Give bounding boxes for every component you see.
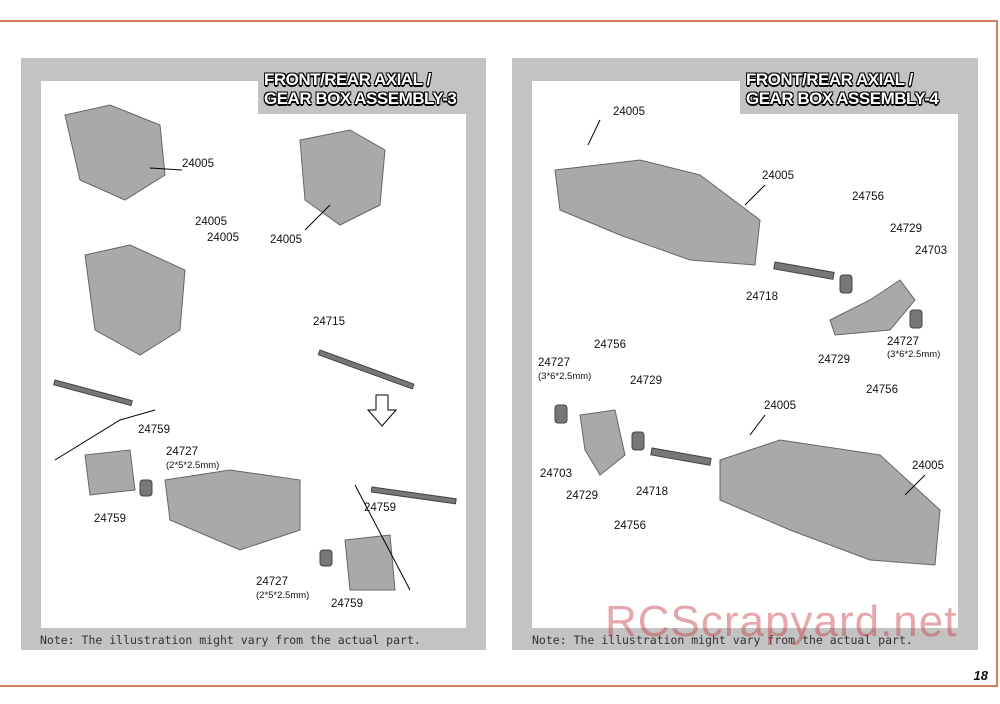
gearbox-housing [64,104,166,201]
part-label: 24727 [887,336,919,348]
part-label: 24756 [594,339,626,351]
right-panel-title: FRONT/REAR AXIAL / GEAR BOX ASSEMBLY-4 [740,58,968,114]
part-label: 24005 [912,460,944,472]
part-label: 24729 [566,490,598,502]
c-hub [344,534,396,591]
part-label: 24727 [166,446,198,458]
part-label: 24759 [331,598,363,610]
bearing [554,404,568,424]
part-size: (3*6*2.5mm) [887,349,941,360]
axle-housing [164,469,301,551]
part-label: 24718 [746,291,778,303]
gearbox-housing [84,244,186,356]
bearing [139,479,153,497]
down-arrow [366,394,398,427]
axle-housing [719,439,941,566]
part-size: (2*5*2.5mm) [166,460,220,471]
part-label: 24005 [182,158,214,170]
part-label: 24727 [256,576,288,588]
drive-shaft [370,486,457,505]
top-border [0,20,998,22]
part-label: 24718 [636,486,668,498]
left-panel-title: FRONT/REAR AXIAL / GEAR BOX ASSEMBLY-3 [258,58,486,114]
part-size: (3*6*2.5mm) [538,371,592,382]
axle-housing [554,159,761,266]
right-note: Note: The illustration might vary from t… [532,633,913,647]
drive-shaft [53,379,133,407]
title-line: GEAR BOX ASSEMBLY-4 [746,89,939,108]
part-label: 24759 [138,424,170,436]
part-label: 24005 [764,400,796,412]
part-label: 24759 [94,513,126,525]
bearing [319,549,333,567]
part-label: 24703 [540,468,572,480]
part-label: 24727 [538,357,570,369]
bottom-border [0,685,998,687]
part-label: 24729 [818,354,850,366]
steering-knuckle [829,279,916,336]
bearing [909,309,923,329]
drive-shaft [650,447,712,466]
page-number: 18 [973,668,988,683]
part-label: 24005 [613,106,645,118]
part-label: 24005 [207,232,239,244]
part-label: 24005 [762,170,794,182]
part-label: 24005 [270,234,302,246]
part-label: 24729 [890,223,922,235]
part-label: 24756 [866,384,898,396]
part-label: 24756 [852,191,884,203]
part-size: (2*5*2.5mm) [256,590,310,601]
right-border [996,20,998,687]
part-label: 24703 [915,245,947,257]
part-label: 24005 [195,216,227,228]
title-line: GEAR BOX ASSEMBLY-3 [264,89,457,108]
steering-knuckle [579,409,626,476]
part-label: 24756 [614,520,646,532]
drive-shaft [773,261,835,280]
c-hub [84,449,136,496]
drive-shaft [317,349,415,390]
gearbox-housing [299,129,386,226]
bearing [631,431,645,451]
left-note: Note: The illustration might vary from t… [40,633,421,647]
part-label: 24715 [313,316,345,328]
part-label: 24729 [630,375,662,387]
bearing [839,274,853,294]
part-label: 24759 [364,502,396,514]
title-line: FRONT/REAR AXIAL / [746,70,913,89]
watermark: RCScrapyard.net [605,597,958,646]
title-line: FRONT/REAR AXIAL / [264,70,431,89]
